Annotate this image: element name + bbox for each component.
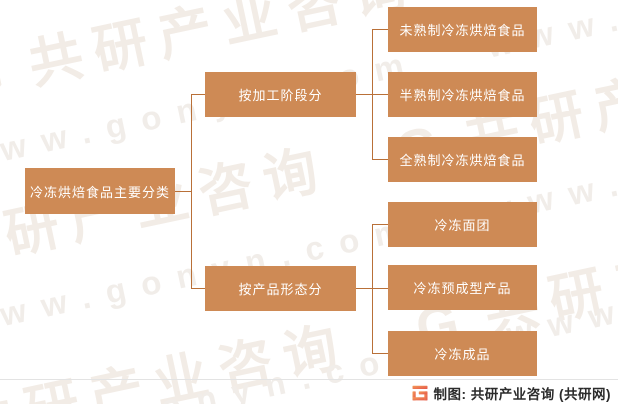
leaf-node-frozen-dough: 冷冻面团 [388, 202, 537, 247]
branch-node-processing-stage: 按加工阶段分 [205, 72, 356, 117]
leaf-node-finished: 冷冻成品 [388, 331, 537, 376]
gonyn-logo-glyph: G [0, 40, 21, 111]
branch-node-product-form: 按产品形态分 [205, 266, 356, 311]
leaf-node-preformed: 冷冻预成型产品 [388, 265, 537, 310]
leaf-node-unbaked: 未熟制冷冻烘焙食品 [388, 7, 537, 52]
connector-branch2-vertical [372, 224, 373, 354]
root-node: 冷冻烘焙食品主要分类 [25, 168, 175, 214]
connector-leaf5-in [372, 288, 388, 289]
connector-leaf4-in [372, 224, 388, 225]
watermark-brand-text: 共研产业咨询 [0, 315, 355, 404]
connector-leaf2-in [372, 94, 388, 95]
connector-main-vertical [191, 94, 192, 289]
gonyn-logo-icon [412, 385, 428, 401]
watermark-domain-text: www.gonyn.com [0, 330, 443, 404]
connector-branch2-out [356, 288, 372, 289]
connector-leaf6-in [372, 353, 388, 354]
credit-bar: 制图: 共研产业咨询 (共研网) [412, 383, 612, 403]
connector-branch1-in [191, 94, 205, 95]
connector-leaf3-in [372, 159, 388, 160]
connector-root-out [175, 191, 192, 192]
leaf-node-parbaked: 半熟制冷冻烘焙食品 [388, 72, 537, 117]
leaf-node-fullybaked: 全熟制冷冻烘焙食品 [388, 137, 537, 182]
connector-branch1-out [356, 94, 372, 95]
connector-leaf1-in [372, 29, 388, 30]
connector-branch2-in [191, 288, 205, 289]
credit-text: 制图: 共研产业咨询 (共研网) [433, 387, 611, 402]
footer-divider [0, 379, 618, 380]
